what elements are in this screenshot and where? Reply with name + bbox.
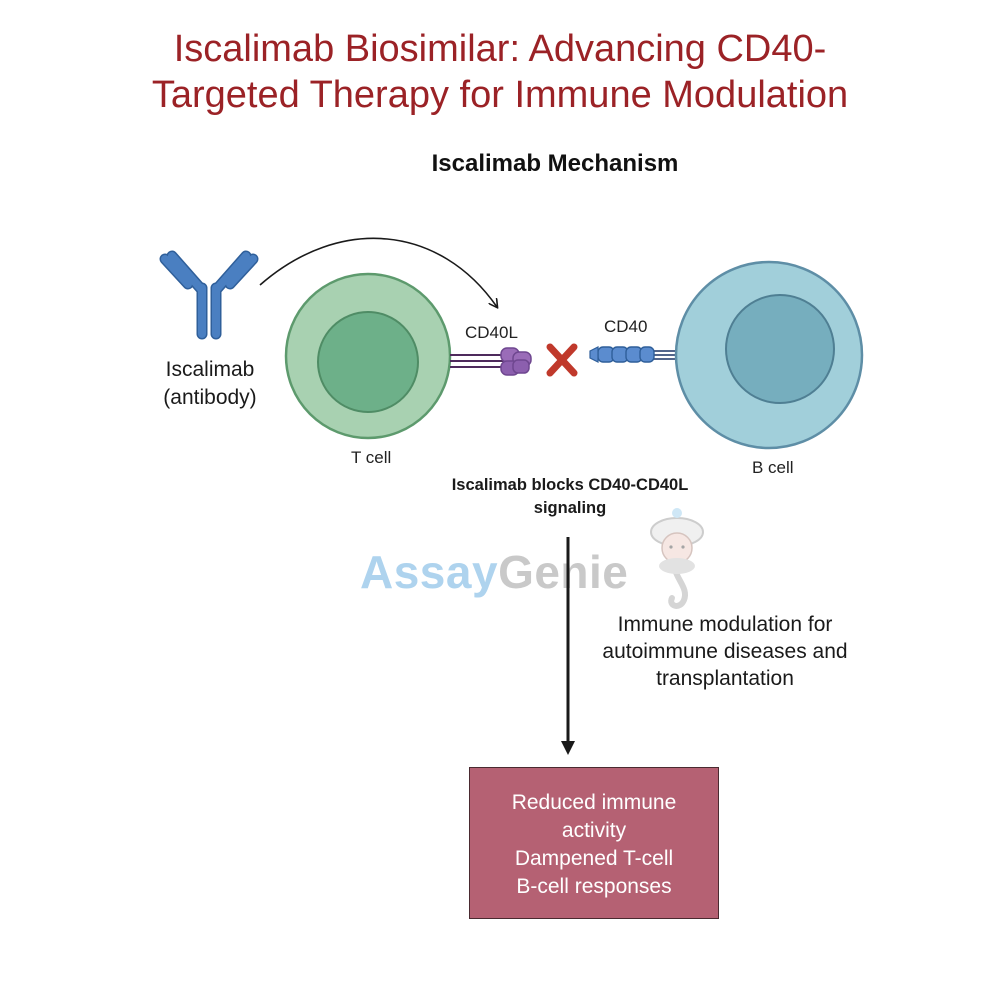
modulation-line-3: transplantation [656, 667, 794, 690]
b-cell-label: B cell [752, 458, 794, 477]
result-line-2: activity [561, 819, 627, 842]
title-line-2: Targeted Therapy for Immune Modulation [151, 74, 849, 116]
antibody-y-icon [159, 250, 259, 340]
antibody-binding-arrow [259, 237, 497, 307]
assaygenie-watermark: AssayGenie [360, 545, 628, 599]
page-title: Iscalimab Biosimilar: Advancing CD40- Ta… [0, 26, 1000, 118]
mechanism-heading: Iscalimab Mechanism [431, 150, 679, 177]
watermark-part-assay: Assay [360, 546, 499, 598]
title-line-1: Iscalimab Biosimilar: Advancing CD40- [173, 28, 827, 70]
antibody-label: Iscalimab (antibody) [140, 356, 280, 412]
cd40l-ligand-icon [450, 347, 532, 376]
antibody-label-line-2: (antibody) [163, 386, 257, 409]
modulation-line-1: Immune modulation for [617, 613, 833, 636]
t-cell-label: T cell [351, 448, 392, 467]
genie-mascot-icon [650, 508, 704, 609]
result-box: Reduced immune activity Dampened T-cell … [469, 767, 719, 919]
cd40l-label: CD40L [465, 323, 518, 342]
block-description-line-1: Iscalimab blocks CD40-CD40L [451, 476, 689, 494]
block-description-line-2: signaling [533, 499, 607, 517]
result-line-1: Reduced immune [511, 791, 677, 814]
modulation-description: Immune modulation for autoimmune disease… [575, 611, 875, 692]
result-line-4: B-cell responses [516, 875, 672, 898]
modulation-line-2: autoimmune diseases and [602, 640, 848, 663]
block-description: Iscalimab blocks CD40-CD40L signaling [420, 474, 720, 520]
block-x-icon [546, 343, 578, 377]
t-cell [284, 272, 452, 440]
result-line-3: Dampened T-cell [514, 847, 674, 870]
cd40-label: CD40 [604, 317, 648, 336]
b-cell [674, 260, 864, 450]
antibody-label-line-1: Iscalimab [165, 358, 255, 381]
cd40-receptor-icon [589, 346, 680, 363]
watermark-part-genie: Genie [498, 546, 629, 598]
